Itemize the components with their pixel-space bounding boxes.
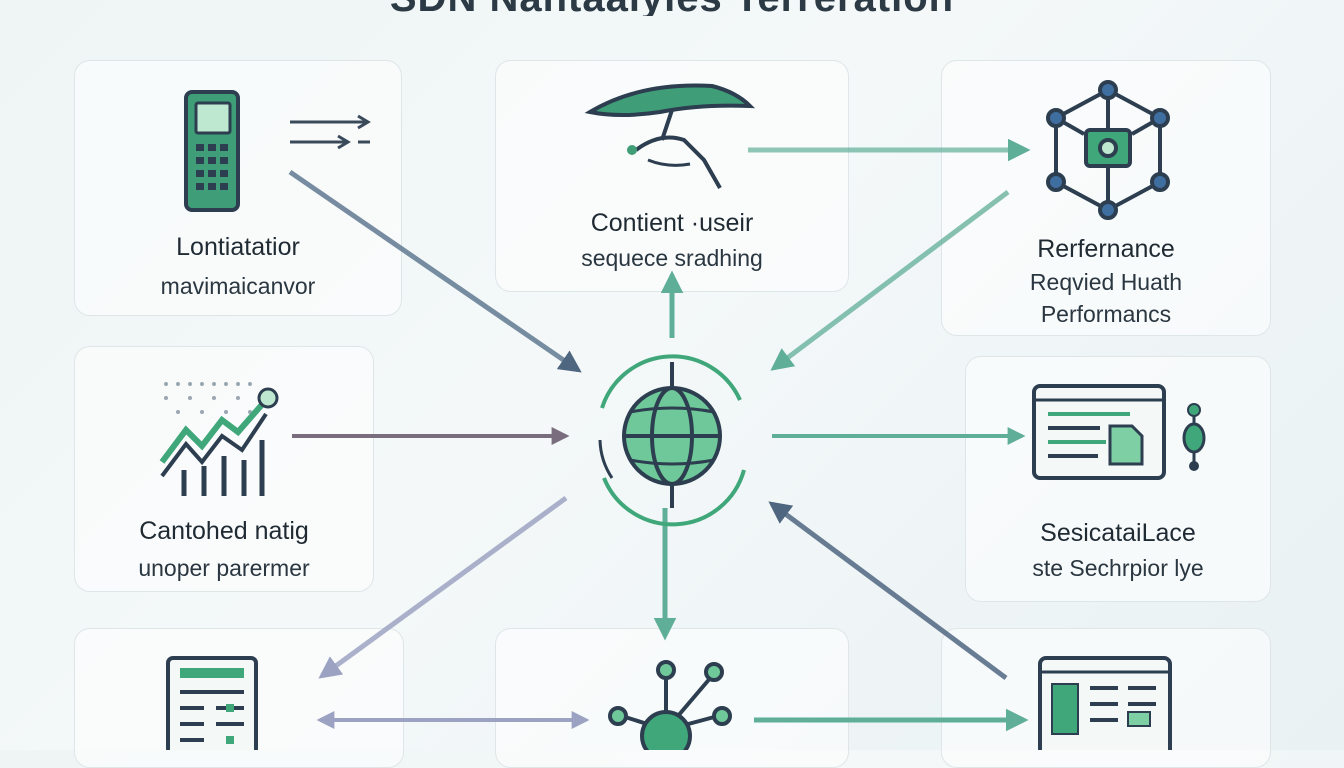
card-title: Cantohed natig: [139, 517, 309, 545]
hand-umbrella-icon: [584, 83, 756, 189]
page-title: SDN Nantaalyles Terreration: [0, 0, 1344, 16]
hub-node-icon: [608, 660, 732, 750]
card-subtitle: ste Sechrpior lye: [1032, 555, 1204, 581]
card-title: Rerfernance: [1037, 235, 1175, 263]
card-subtitle: Reqvied Huath: [1029, 269, 1183, 295]
card-subtitle: unoper parermer: [138, 555, 310, 581]
arrow-top-right-to-hub: [770, 190, 1010, 371]
dashboard-screen-icon: [1038, 656, 1172, 750]
network-cube-icon: [1046, 80, 1170, 220]
calculator-icon: [184, 90, 240, 212]
document-list-icon: [166, 656, 258, 750]
globe-icon: [598, 354, 746, 527]
arrow-top-left-to-hub: [288, 169, 582, 373]
double-arrow-icon: [290, 114, 371, 150]
card-subtitle: Performancs: [1040, 301, 1172, 327]
card-title: Contient ·useir: [590, 209, 754, 237]
document-browser-icon: [1032, 384, 1206, 480]
arrow-hub-to-bottom-left: [318, 495, 568, 679]
card-subtitle: sequece sradhing: [581, 245, 763, 271]
diagram-overlay: [159, 80, 1206, 750]
line-chart-icon: [159, 382, 279, 496]
arrow-bottom-right-to-hub: [768, 501, 1008, 681]
card-title: Lontiatatior: [176, 233, 300, 261]
card-title: SesicataiLace: [1040, 519, 1196, 547]
card-subtitle: mavimaicanvor: [160, 273, 316, 299]
